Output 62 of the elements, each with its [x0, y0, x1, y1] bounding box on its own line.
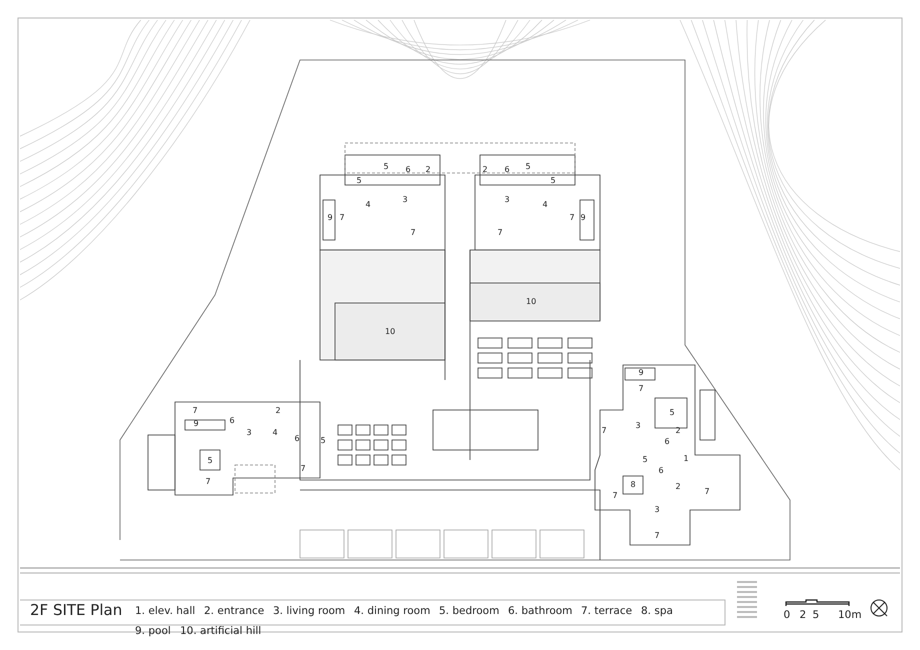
callout-number: 5	[670, 409, 675, 417]
callout-number: 7	[206, 478, 211, 486]
scale-label: 5	[812, 610, 820, 620]
callout-number: 3	[636, 422, 641, 430]
callout-number: 5	[526, 163, 531, 171]
callout-number: 7	[638, 385, 644, 393]
callout-number: 2	[676, 427, 681, 435]
legend-text: 7. terrace	[581, 606, 632, 616]
callout-number: 3	[654, 506, 660, 514]
callout-number: 10	[385, 328, 396, 336]
callout-number: 6	[658, 467, 664, 475]
callout-number: 6	[664, 438, 670, 446]
callout-number: 2	[676, 483, 681, 491]
scale-label: 2	[800, 610, 806, 620]
legend-text: 8. spa	[641, 606, 673, 616]
legend-text: 2. entrance	[204, 606, 264, 616]
scale-label: 0	[784, 610, 790, 620]
callout-number: 7	[602, 427, 607, 435]
callout-number: 7	[654, 532, 660, 540]
callout-number: 9	[638, 369, 644, 377]
callout-number: 4	[542, 201, 548, 209]
legend-text: 4. dining room	[354, 606, 430, 616]
callout-number: 6	[504, 166, 510, 174]
callout-number: 4	[366, 201, 371, 209]
callout-number: 9	[328, 214, 333, 222]
callout-number: 6	[406, 166, 411, 174]
callout-number: 7	[704, 488, 710, 496]
callout-number: 5	[550, 177, 556, 185]
callout-number: 6	[230, 417, 235, 425]
callout-number: 2	[482, 166, 488, 174]
callout-number: 5	[356, 177, 362, 185]
callout-number: 2	[276, 407, 281, 415]
callout-number: 1	[684, 455, 689, 463]
callout-number: 7	[612, 492, 618, 500]
legend-text: 3. living room	[273, 606, 346, 616]
callout-number: 3	[246, 429, 252, 437]
callout-number: 5	[384, 163, 389, 171]
drawing-title: 2F SITE Plan	[30, 603, 122, 618]
callout-number: 10	[526, 298, 536, 306]
callout-number: 9	[194, 420, 199, 428]
callout-number: 7	[340, 214, 345, 222]
callout-number: 7	[410, 229, 416, 237]
callout-number: 8	[630, 481, 636, 489]
legend-text: 1. elev. hall	[135, 606, 196, 616]
callout-number: 5	[208, 457, 213, 465]
legend-text: 10. artificial hill	[180, 626, 262, 636]
callout-number: 4	[272, 429, 278, 437]
callout-number: 6	[294, 435, 300, 443]
callout-number: 7	[300, 465, 306, 473]
callout-number: 2	[426, 166, 431, 174]
callout-number: 5	[642, 456, 648, 464]
legend-text: 5. bedroom	[439, 606, 500, 616]
callout-number: 5	[320, 437, 326, 445]
legend-text: 9. pool	[135, 626, 171, 636]
callout-number: 7	[498, 229, 503, 237]
legend-text: 6. bathroom	[508, 606, 572, 616]
callout-number: 9	[580, 214, 586, 222]
callout-number: 7	[570, 214, 575, 222]
callout-number: 3	[402, 196, 408, 204]
callout-number: 3	[504, 196, 510, 204]
scale-label: 10m	[838, 610, 862, 620]
callout-number: 7	[192, 407, 198, 415]
